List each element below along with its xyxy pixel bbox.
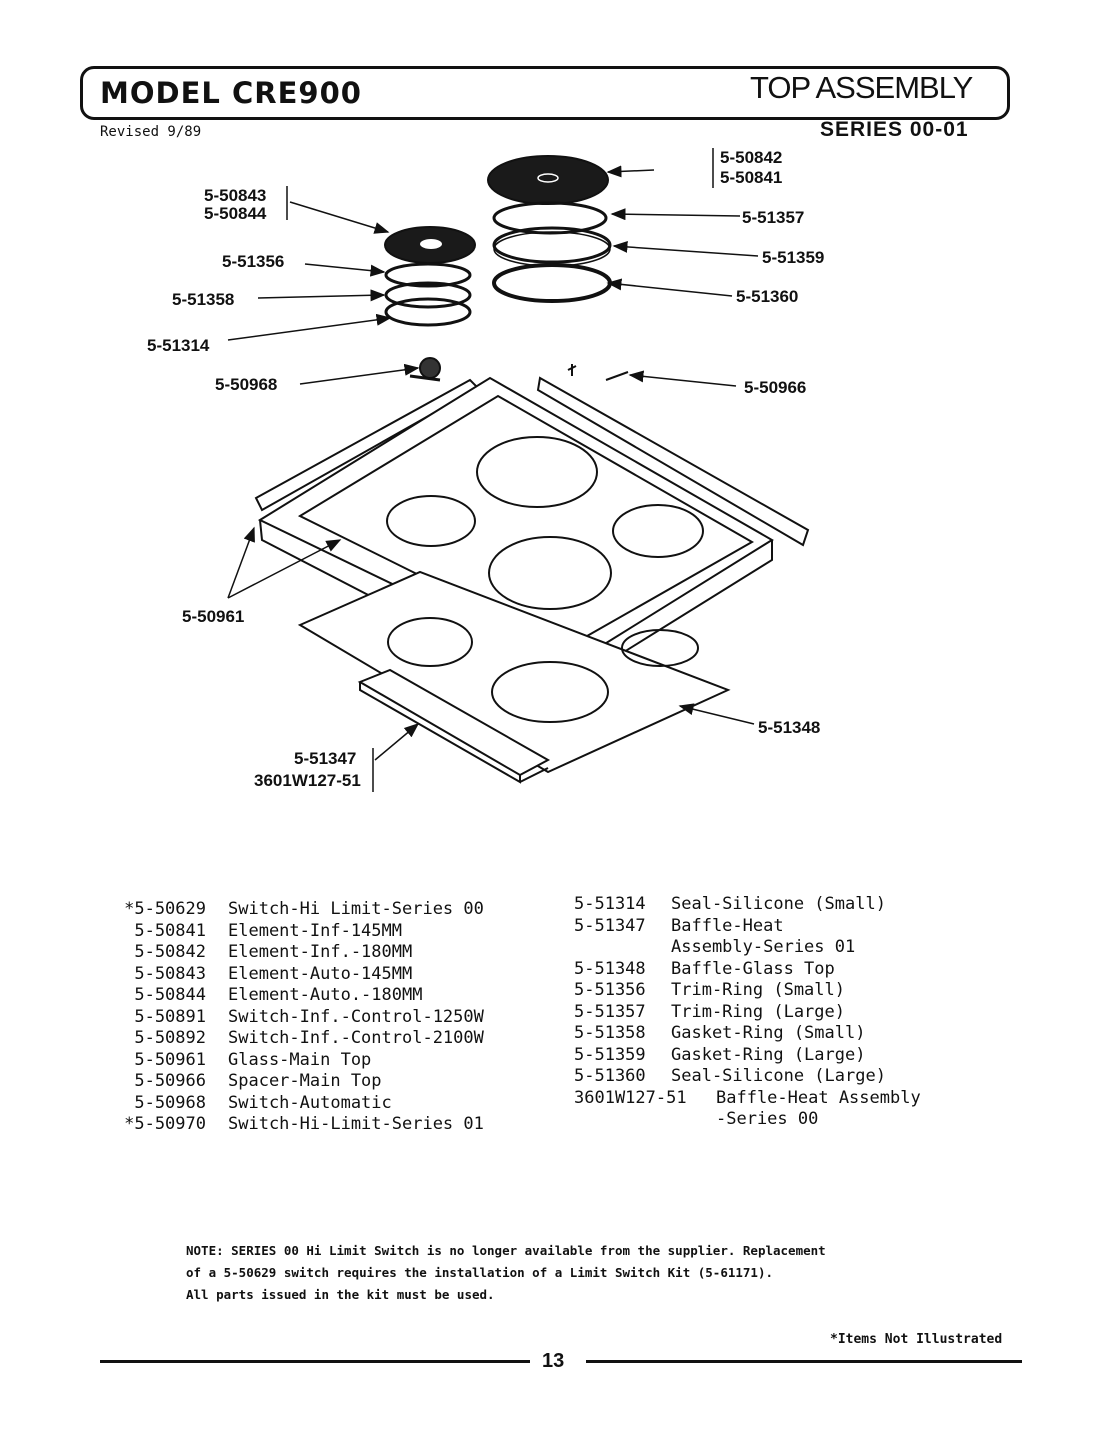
list-item: -Series 00 <box>716 1109 819 1129</box>
label-5-50968: 5-50968 <box>215 375 278 394</box>
label-5-51358: 5-51358 <box>172 290 235 309</box>
exploded-diagram <box>227 148 810 792</box>
label-3601W127-51: 3601W127-51 <box>254 771 361 790</box>
large-seal-ring <box>492 263 612 303</box>
label-5-50841: 5-50841 <box>720 168 783 187</box>
burner-left <box>386 495 476 547</box>
automatic-switch <box>419 357 441 379</box>
label-5-50842: 5-50842 <box>720 148 783 167</box>
page-number: 13 <box>542 1350 565 1372</box>
burner-front <box>488 536 612 610</box>
large-element <box>487 155 609 205</box>
burner-rear <box>476 436 598 508</box>
large-gasket-ring <box>492 226 612 264</box>
label-5-51356: 5-51356 <box>222 252 285 271</box>
header-frame <box>80 66 1010 120</box>
revised-date: Revised 9/89 <box>100 124 202 140</box>
label-5-51314: 5-51314 <box>147 336 210 355</box>
small-gasket-ring <box>384 281 472 309</box>
footer-rule-right <box>586 1360 1022 1363</box>
label-5-50966: 5-50966 <box>744 378 807 397</box>
right-rail <box>536 376 810 547</box>
label-5-50843: 5-50843 <box>204 186 267 205</box>
label-5-50961: 5-50961 <box>182 607 245 626</box>
not-illustrated-note: *Items Not Illustrated <box>830 1332 1003 1347</box>
supplier-note: NOTE: SERIES 00 Hi Limit Switch is no lo… <box>186 1243 826 1302</box>
burner-right <box>612 504 704 558</box>
small-trim-ring <box>384 262 472 288</box>
label-5-50844: 5-50844 <box>204 204 267 223</box>
list-item: Assembly-Series 01 <box>671 937 856 957</box>
label-5-51347: 5-51347 <box>294 749 357 768</box>
series-label: SERIES 00-01 <box>820 118 969 141</box>
assembly-title: TOP ASSEMBLY <box>750 70 973 105</box>
small-seal-ring <box>384 297 472 327</box>
model-title: MODEL CRE900 <box>100 76 362 110</box>
label-5-51360: 5-51360 <box>736 287 799 306</box>
heat-baffle-plate <box>357 668 551 777</box>
label-5-51348: 5-51348 <box>758 718 821 737</box>
label-5-51357: 5-51357 <box>742 208 805 227</box>
label-5-51359: 5-51359 <box>762 248 825 267</box>
footer-rule-left <box>100 1360 530 1363</box>
large-trim-ring <box>492 201 608 235</box>
